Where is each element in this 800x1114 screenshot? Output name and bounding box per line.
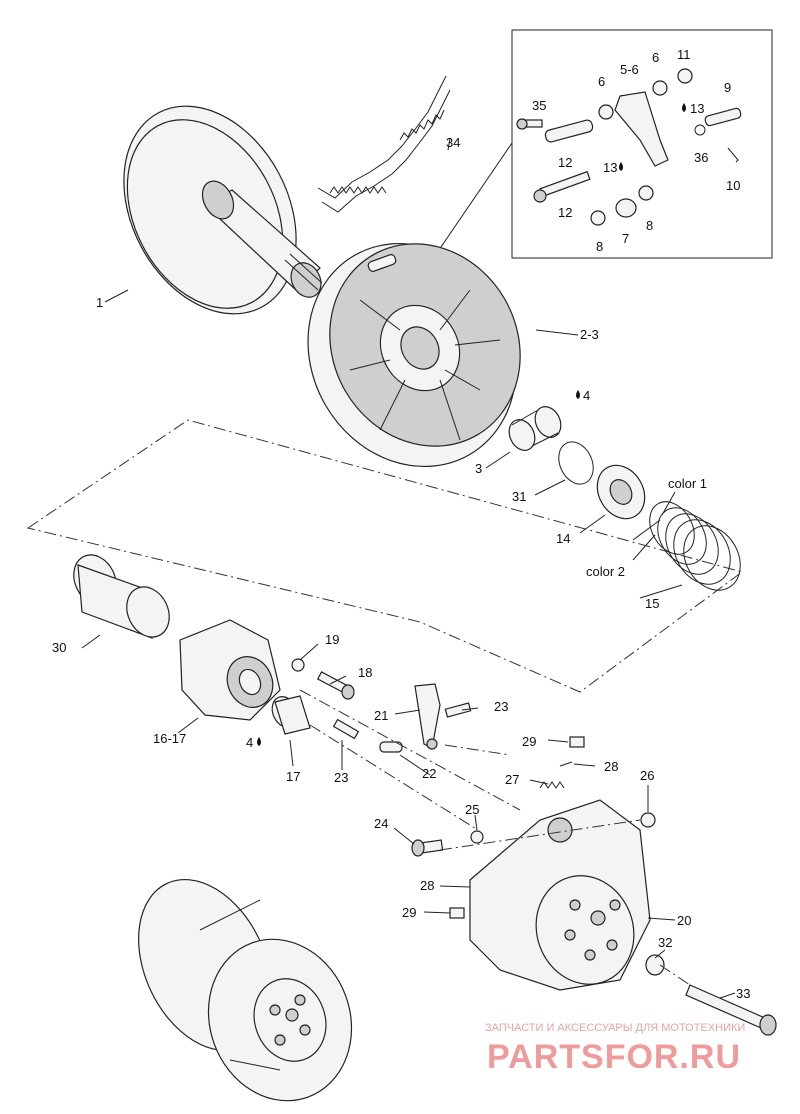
inset-part-12b-bolt — [533, 170, 591, 203]
label-9: 9 — [724, 80, 731, 95]
label-27: 27 — [505, 772, 519, 787]
part-19-washer — [291, 658, 305, 672]
label-29a: 29 — [522, 734, 536, 749]
part-26-nut — [640, 812, 656, 828]
label-21: 21 — [374, 708, 388, 723]
part-24-bolt — [411, 839, 444, 857]
part-34-drive-belt — [317, 75, 451, 213]
oil-drop-icon — [619, 162, 623, 171]
inset-part-8b-washer — [638, 185, 654, 201]
label-15: 15 — [645, 596, 659, 611]
label-color-1: color 1 — [668, 476, 707, 491]
part-14-washer — [596, 464, 646, 520]
part-25-washer — [470, 830, 484, 844]
part-3-bushing — [508, 406, 562, 451]
oil-drop-icon — [257, 737, 261, 746]
label-22: 22 — [422, 766, 436, 781]
inset-part-9-pin — [704, 107, 742, 127]
part-1-sheave — [123, 105, 323, 315]
label-32: 32 — [658, 935, 672, 950]
oil-drop-icon — [682, 103, 686, 112]
inset-part-8a-washer — [590, 210, 606, 226]
label-6a: 6 — [598, 74, 605, 89]
label-30: 30 — [52, 640, 66, 655]
label-6b: 6 — [652, 50, 659, 65]
part-28a-pin — [559, 761, 573, 767]
label-4b: 4 — [246, 735, 253, 750]
inset-part-11-nut — [677, 68, 693, 84]
label-35: 35 — [532, 98, 546, 113]
watermark-subtitle: ЗАПЧАСТИ И АКСЕССУАРЫ ДЛЯ МОТОТЕХНИКИ — [485, 1022, 745, 1034]
label-28a: 28 — [604, 759, 618, 774]
label-color-2: color 2 — [586, 564, 625, 579]
label-18: 18 — [358, 665, 372, 680]
inset-part-6b-washer — [652, 80, 668, 96]
inset-part-6a-washer — [598, 104, 614, 120]
part-31-circlip — [558, 441, 594, 485]
label-26: 26 — [640, 768, 654, 783]
inset-part-5-6-arm — [614, 91, 669, 167]
label-25: 25 — [465, 802, 479, 817]
label-7: 7 — [622, 231, 629, 246]
part-17-bushing — [271, 695, 311, 735]
part-23b-bolt — [332, 718, 360, 740]
label-13b: 13 — [603, 160, 617, 175]
label-5-6: 5-6 — [620, 62, 639, 77]
part-2-3-housing — [307, 242, 521, 468]
part-16-17-spider — [179, 619, 281, 721]
label-2-3: 2-3 — [580, 327, 599, 342]
assembled-clutch — [138, 878, 353, 1102]
part-18-bolt — [316, 671, 355, 700]
label-16-17: 16-17 — [153, 731, 186, 746]
label-8a: 8 — [596, 239, 603, 254]
label-8b: 8 — [646, 218, 653, 233]
label-1: 1 — [96, 295, 103, 310]
part-29a-roller — [569, 736, 585, 748]
label-4a: 4 — [583, 388, 590, 403]
label-34: 34 — [446, 135, 460, 150]
part-27-spring — [539, 781, 565, 789]
label-11: 11 — [677, 47, 691, 62]
label-3: 3 — [475, 461, 482, 476]
part-32-washer — [645, 954, 665, 976]
detail-inset-box — [511, 29, 773, 259]
label-36: 36 — [694, 150, 708, 165]
oil-drop-icon — [576, 390, 580, 399]
inset-part-35-bolt — [516, 118, 543, 130]
label-12b: 12 — [558, 205, 572, 220]
label-20: 20 — [677, 913, 691, 928]
leader-lines — [81, 137, 736, 999]
inset-part-36-spring — [694, 124, 706, 136]
label-13a: 13 — [690, 101, 704, 116]
label-31: 31 — [512, 489, 526, 504]
label-10: 10 — [726, 178, 740, 193]
part-20-cover — [469, 799, 651, 991]
label-23b: 23 — [334, 770, 348, 785]
label-24: 24 — [374, 816, 388, 831]
label-12a: 12 — [558, 155, 572, 170]
inset-part-7-roller — [615, 198, 637, 218]
part-23a-bolt — [444, 702, 472, 718]
part-29b-roller — [449, 907, 465, 919]
label-29b: 29 — [402, 905, 416, 920]
part-21-lever — [414, 683, 441, 750]
watermark-logo: PARTSFOR.RU — [487, 1038, 741, 1076]
label-17: 17 — [286, 769, 300, 784]
label-28b: 28 — [420, 878, 434, 893]
part-22-pin — [379, 741, 403, 753]
inset-part-10-cotter — [727, 147, 739, 163]
label-19: 19 — [325, 632, 339, 647]
label-33: 33 — [736, 986, 750, 1001]
part-33-bolt — [685, 984, 777, 1036]
part-30-sleeve — [73, 554, 170, 639]
subassembly-dashed-boundary — [26, 419, 744, 693]
alignment-lines — [299, 689, 691, 986]
part-15-spring — [649, 501, 741, 591]
inset-part-12a-pin — [544, 119, 594, 143]
label-23a: 23 — [494, 699, 508, 714]
label-14: 14 — [556, 531, 570, 546]
